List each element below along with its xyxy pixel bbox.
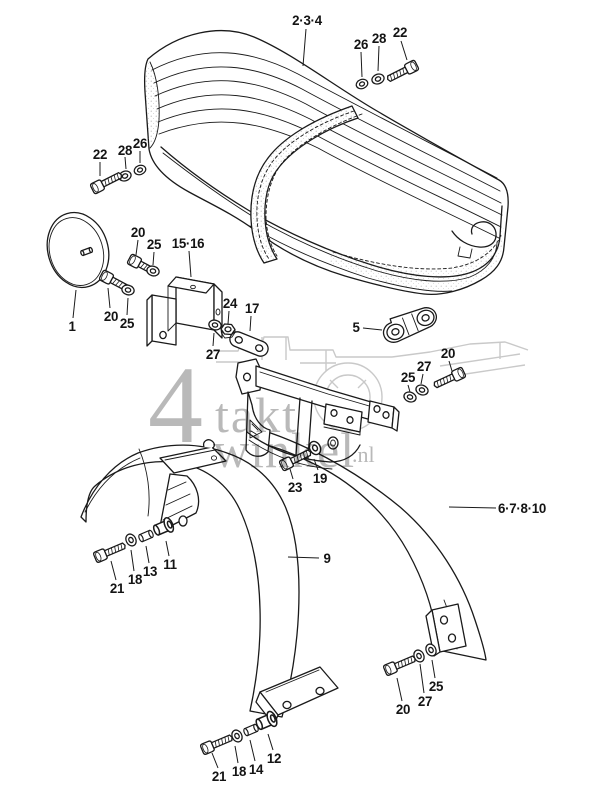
- part-callout: 17: [244, 300, 260, 316]
- seat-hinge-arm: [382, 307, 438, 343]
- part-callout: 5: [352, 319, 360, 335]
- seat-drawing: [143, 30, 509, 296]
- leader-line: [72, 289, 77, 319]
- part-callout: 26: [353, 36, 369, 52]
- leader-line: [289, 468, 294, 480]
- part-callout: 6·7·8·10: [497, 500, 547, 516]
- leader-line: [188, 250, 192, 278]
- leader-line: [407, 384, 411, 393]
- part-callout: 20: [395, 701, 411, 717]
- front-fender: [80, 439, 339, 726]
- leader-line: [130, 549, 135, 572]
- leader-line: [212, 332, 215, 347]
- part-callout: 18: [231, 763, 247, 779]
- seat-cover-disc: [46, 211, 110, 289]
- leader-line: [448, 360, 453, 372]
- part-callout: 11: [163, 556, 177, 572]
- leader-line: [249, 739, 256, 762]
- leader-line: [313, 458, 319, 471]
- part-callout: 25: [119, 315, 135, 331]
- leader-line: [431, 659, 436, 679]
- leader-line: [362, 327, 383, 331]
- leader-line: [360, 51, 363, 78]
- leader-line: [420, 373, 424, 385]
- leader-line: [377, 45, 380, 72]
- part-callout: 14: [248, 761, 264, 777]
- part-callout: 21: [109, 580, 125, 596]
- part-callout: 20: [130, 224, 146, 240]
- part-callout: 25: [428, 678, 444, 694]
- leader-line: [152, 251, 155, 266]
- part-callout: 1: [68, 318, 76, 334]
- leader-line: [249, 315, 252, 332]
- part-callout: 25: [146, 236, 162, 252]
- watermark-word-bottom: winkel: [213, 422, 356, 478]
- leader-line: [267, 733, 274, 751]
- part-callout: 20: [440, 345, 456, 361]
- part-callout: 22: [92, 146, 108, 162]
- part-callout: 19: [312, 470, 328, 486]
- watermark-word-top: takt: [215, 387, 298, 443]
- part-callout: 21: [211, 768, 227, 784]
- leader-line: [400, 40, 408, 61]
- part-callout: 24: [222, 295, 238, 311]
- leader-line: [165, 540, 170, 557]
- leader-line: [419, 663, 425, 694]
- part-callout: 15·16: [171, 235, 205, 251]
- part-callout: 18: [127, 571, 143, 587]
- leader-line: [145, 545, 150, 564]
- watermark-numeral: 4: [148, 344, 203, 466]
- leader-line: [448, 506, 497, 509]
- leader-line: [124, 156, 127, 170]
- leader-line: [135, 239, 139, 256]
- leader-line: [227, 310, 230, 325]
- part-callout: 27: [205, 346, 221, 362]
- leader-line: [107, 287, 111, 309]
- leader-line: [211, 752, 219, 769]
- part-callout: 9: [323, 550, 331, 566]
- watermark-suffix: .nl: [352, 442, 375, 467]
- leader-line: [126, 297, 129, 316]
- part-callout: 28: [371, 30, 387, 46]
- leader-line: [110, 560, 117, 581]
- part-callout: 28: [117, 142, 133, 158]
- seat-catch-plate: [207, 318, 269, 357]
- leader-line: [234, 745, 239, 764]
- part-callout: 2·3·4: [292, 12, 322, 28]
- part-callout: 27: [417, 693, 433, 709]
- part-callout: 25: [400, 369, 416, 385]
- fender-stay: [235, 358, 400, 470]
- part-callout: 13: [142, 563, 158, 579]
- part-callout: 27: [416, 358, 432, 374]
- seat-hinge-bracket: [146, 276, 223, 347]
- part-callout: 22: [392, 24, 408, 40]
- leader-line: [287, 556, 320, 559]
- part-callout: 23: [287, 479, 303, 495]
- part-callout: 20: [103, 308, 119, 324]
- leader-lines: [72, 28, 497, 769]
- part-callout: 26: [132, 135, 148, 151]
- leader-line: [302, 28, 307, 67]
- leader-line: [396, 677, 403, 702]
- part-callout: 12: [266, 750, 282, 766]
